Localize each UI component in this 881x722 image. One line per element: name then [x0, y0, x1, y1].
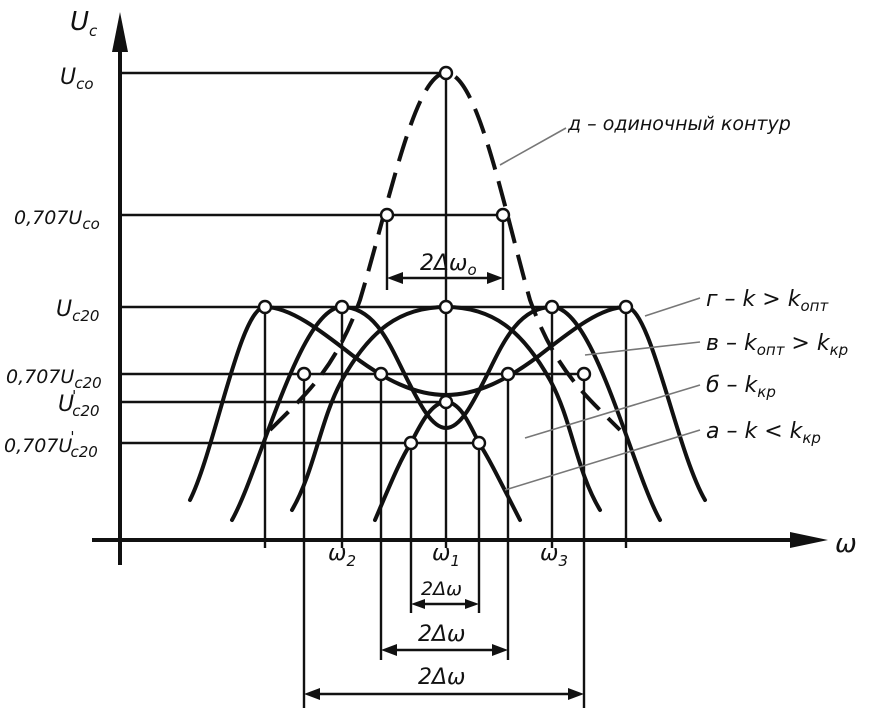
y-axis-label: Uc	[70, 7, 98, 40]
curve-a-k-lt-kkr	[373, 400, 522, 522]
bandwidth-c: 2Δω	[304, 665, 584, 700]
point-c-left-707	[296, 366, 312, 382]
y-label-uc0: Uco	[60, 65, 94, 93]
x-tick-w2: ω2	[328, 541, 356, 570]
leader-b	[524, 384, 701, 439]
y-label-uc20p: U'c20	[58, 387, 100, 420]
point-single-right-707	[495, 207, 511, 223]
bandwidth-c-label: 2Δω	[418, 665, 465, 690]
point-uc0-peak	[438, 65, 454, 81]
bandwidth-b: 2Δω	[381, 622, 508, 656]
x-tick-w3: ω3	[540, 541, 568, 570]
x-axis-label: ω	[835, 529, 857, 559]
curve-v-kopt-gt-kkr	[230, 305, 662, 522]
point-a-right-707	[471, 435, 487, 451]
legend-a: а – k < kкр	[706, 419, 821, 447]
point-g-left-peak	[257, 299, 273, 315]
point-b-left-707	[373, 366, 389, 382]
point-c-right-707	[576, 366, 592, 382]
marker-points	[257, 65, 634, 451]
curve-d-single-circuit	[268, 70, 622, 432]
legend-d: д – одиночный контур	[567, 113, 791, 135]
leader-lines	[499, 127, 701, 491]
point-b-right-707	[500, 366, 516, 382]
y-label-uc0-707: 0,707Uco	[14, 207, 100, 233]
legend-v: в – kопт > kкр	[706, 331, 848, 359]
point-single-left-707	[379, 207, 395, 223]
x-tick-w1: ω1	[432, 541, 460, 570]
point-v-right-peak	[544, 299, 560, 315]
y-label-uc20-707: 0,707Uc20	[6, 366, 102, 392]
legend-b: б – kкр	[706, 373, 776, 401]
x-axis-arrow	[790, 532, 828, 548]
bandwidth-single: 2Δωo	[387, 251, 503, 284]
leader-a	[504, 429, 701, 491]
point-a-peak	[438, 394, 454, 410]
leader-d	[499, 127, 567, 166]
level-lines	[120, 71, 626, 445]
legend-g: г – k > kопт	[706, 287, 829, 315]
axes	[92, 12, 828, 565]
bandwidth-a: 2Δω	[411, 578, 479, 609]
point-g-right-peak	[618, 299, 634, 315]
bandwidth-b-label: 2Δω	[418, 622, 465, 647]
y-label-uc20: Uc20	[56, 297, 99, 325]
y-axis-arrow	[112, 12, 128, 52]
leader-g	[644, 297, 701, 317]
y-label-uc20p-707: 0,707U'c20	[4, 428, 98, 461]
bandwidth-a-label: 2Δω	[421, 578, 462, 600]
leader-v	[584, 341, 701, 356]
vertical-lines	[263, 73, 628, 708]
point-a-left-707	[403, 435, 419, 451]
point-b-peak	[438, 299, 454, 315]
point-v-left-peak	[334, 299, 350, 315]
bandwidth-single-label: 2Δωo	[420, 251, 477, 279]
